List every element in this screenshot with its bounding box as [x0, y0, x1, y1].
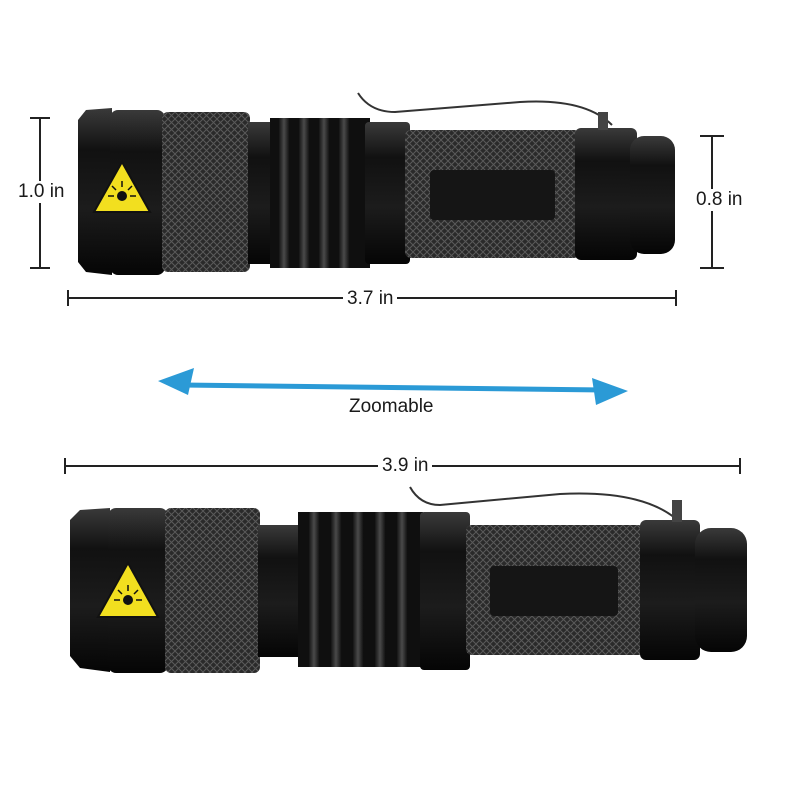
flashlight-collapsed	[30, 92, 724, 306]
zoomable-label: Zoomable	[345, 396, 438, 418]
tail-cap	[640, 520, 700, 660]
laser-warning-icon	[92, 159, 152, 213]
flashlight-extended	[64, 458, 747, 673]
head-diameter-label: 1.0 in	[14, 181, 69, 203]
pocket-clip	[409, 486, 676, 519]
zoom-ridges	[270, 118, 370, 268]
zoom-double-arrow	[158, 368, 628, 405]
tail-diameter-label: 0.8 in	[692, 189, 747, 211]
head-knurl	[162, 112, 250, 272]
tail-cap	[575, 128, 637, 260]
head-knurl	[165, 508, 260, 673]
head-bezel	[70, 508, 110, 672]
zoom-ridges	[298, 512, 423, 667]
head-bezel	[78, 108, 112, 275]
laser-warning-icon	[96, 560, 160, 618]
top-length-label: 3.7 in	[343, 288, 398, 310]
body-grip-panel	[430, 170, 555, 220]
pocket-clip	[357, 92, 613, 126]
body-grip-panel	[490, 566, 618, 616]
bottom-length-label: 3.9 in	[378, 455, 433, 477]
